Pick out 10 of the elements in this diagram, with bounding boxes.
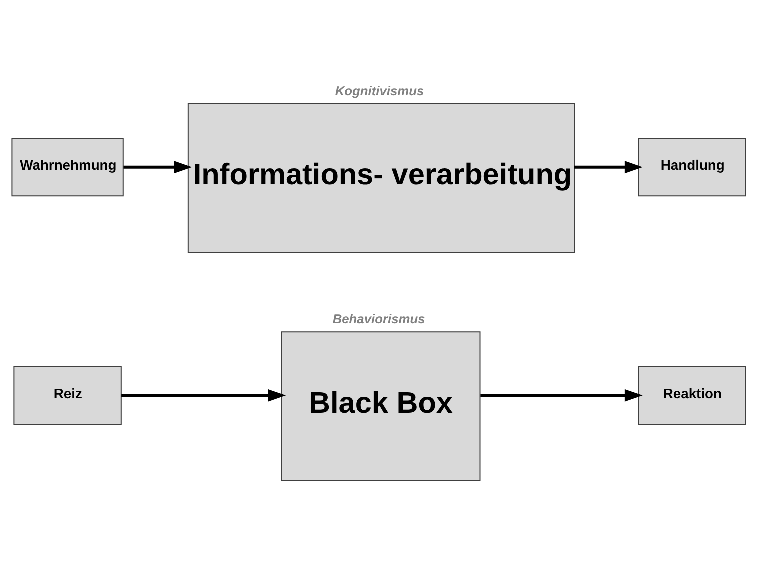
arrow bbox=[124, 161, 192, 174]
arrow bbox=[480, 389, 643, 402]
arrow bbox=[122, 389, 286, 402]
node-box: Reiz bbox=[14, 366, 122, 425]
node-box: Reaktion bbox=[638, 366, 746, 425]
node-label: Kognitivismus bbox=[335, 83, 424, 98]
node-box: Handlung bbox=[638, 138, 746, 197]
arrow bbox=[574, 161, 643, 174]
node-box: Wahrnehmung bbox=[12, 138, 124, 197]
node-label: Behaviorismus bbox=[332, 312, 426, 327]
